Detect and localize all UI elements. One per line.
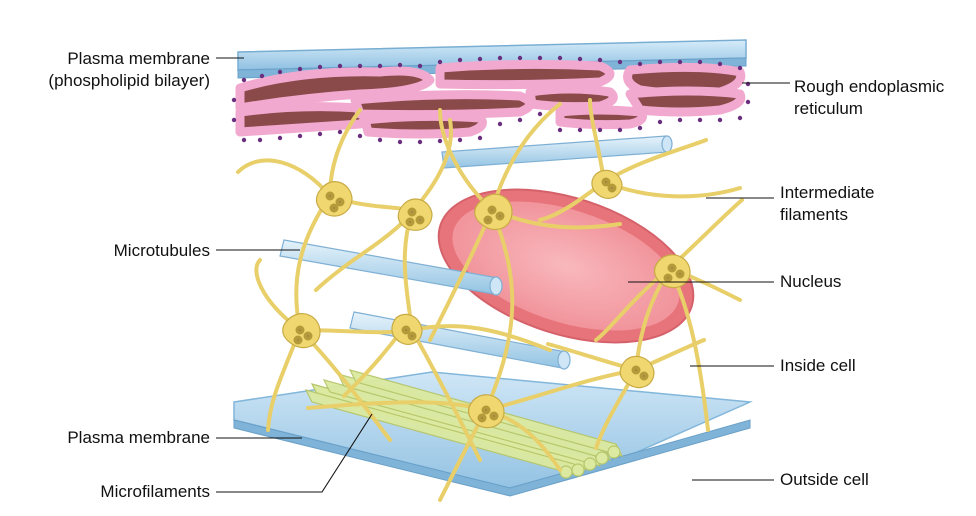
label-microfilaments-text: Microfilaments: [0, 481, 210, 503]
label-outside-cell-text: Outside cell: [780, 469, 869, 491]
label-plasma-membrane-top-line2: (phospholipid bilayer): [0, 70, 210, 92]
label-plasma-membrane-bottom-text: Plasma membrane: [0, 427, 210, 449]
label-intermediate-filaments-line2: filaments: [780, 204, 875, 226]
label-nucleus: Nucleus: [780, 271, 841, 293]
label-plasma-membrane-top: Plasma membrane (phospholipid bilayer): [0, 48, 210, 92]
label-nucleus-text: Nucleus: [780, 271, 841, 293]
label-rough-er-line2: reticulum: [794, 98, 944, 120]
label-microtubules: Microtubules: [0, 240, 210, 262]
label-microtubules-text: Microtubules: [0, 240, 210, 262]
label-inside-cell: Inside cell: [780, 355, 856, 377]
label-plasma-membrane-top-line1: Plasma membrane: [0, 48, 210, 70]
label-outside-cell: Outside cell: [780, 469, 869, 491]
label-rough-er: Rough endoplasmic reticulum: [794, 76, 944, 120]
label-rough-er-line1: Rough endoplasmic: [794, 76, 944, 98]
label-intermediate-filaments-line1: Intermediate: [780, 182, 875, 204]
label-intermediate-filaments: Intermediate filaments: [780, 182, 875, 226]
label-microfilaments: Microfilaments: [0, 481, 210, 503]
label-plasma-membrane-bottom: Plasma membrane: [0, 427, 210, 449]
label-inside-cell-text: Inside cell: [780, 355, 856, 377]
